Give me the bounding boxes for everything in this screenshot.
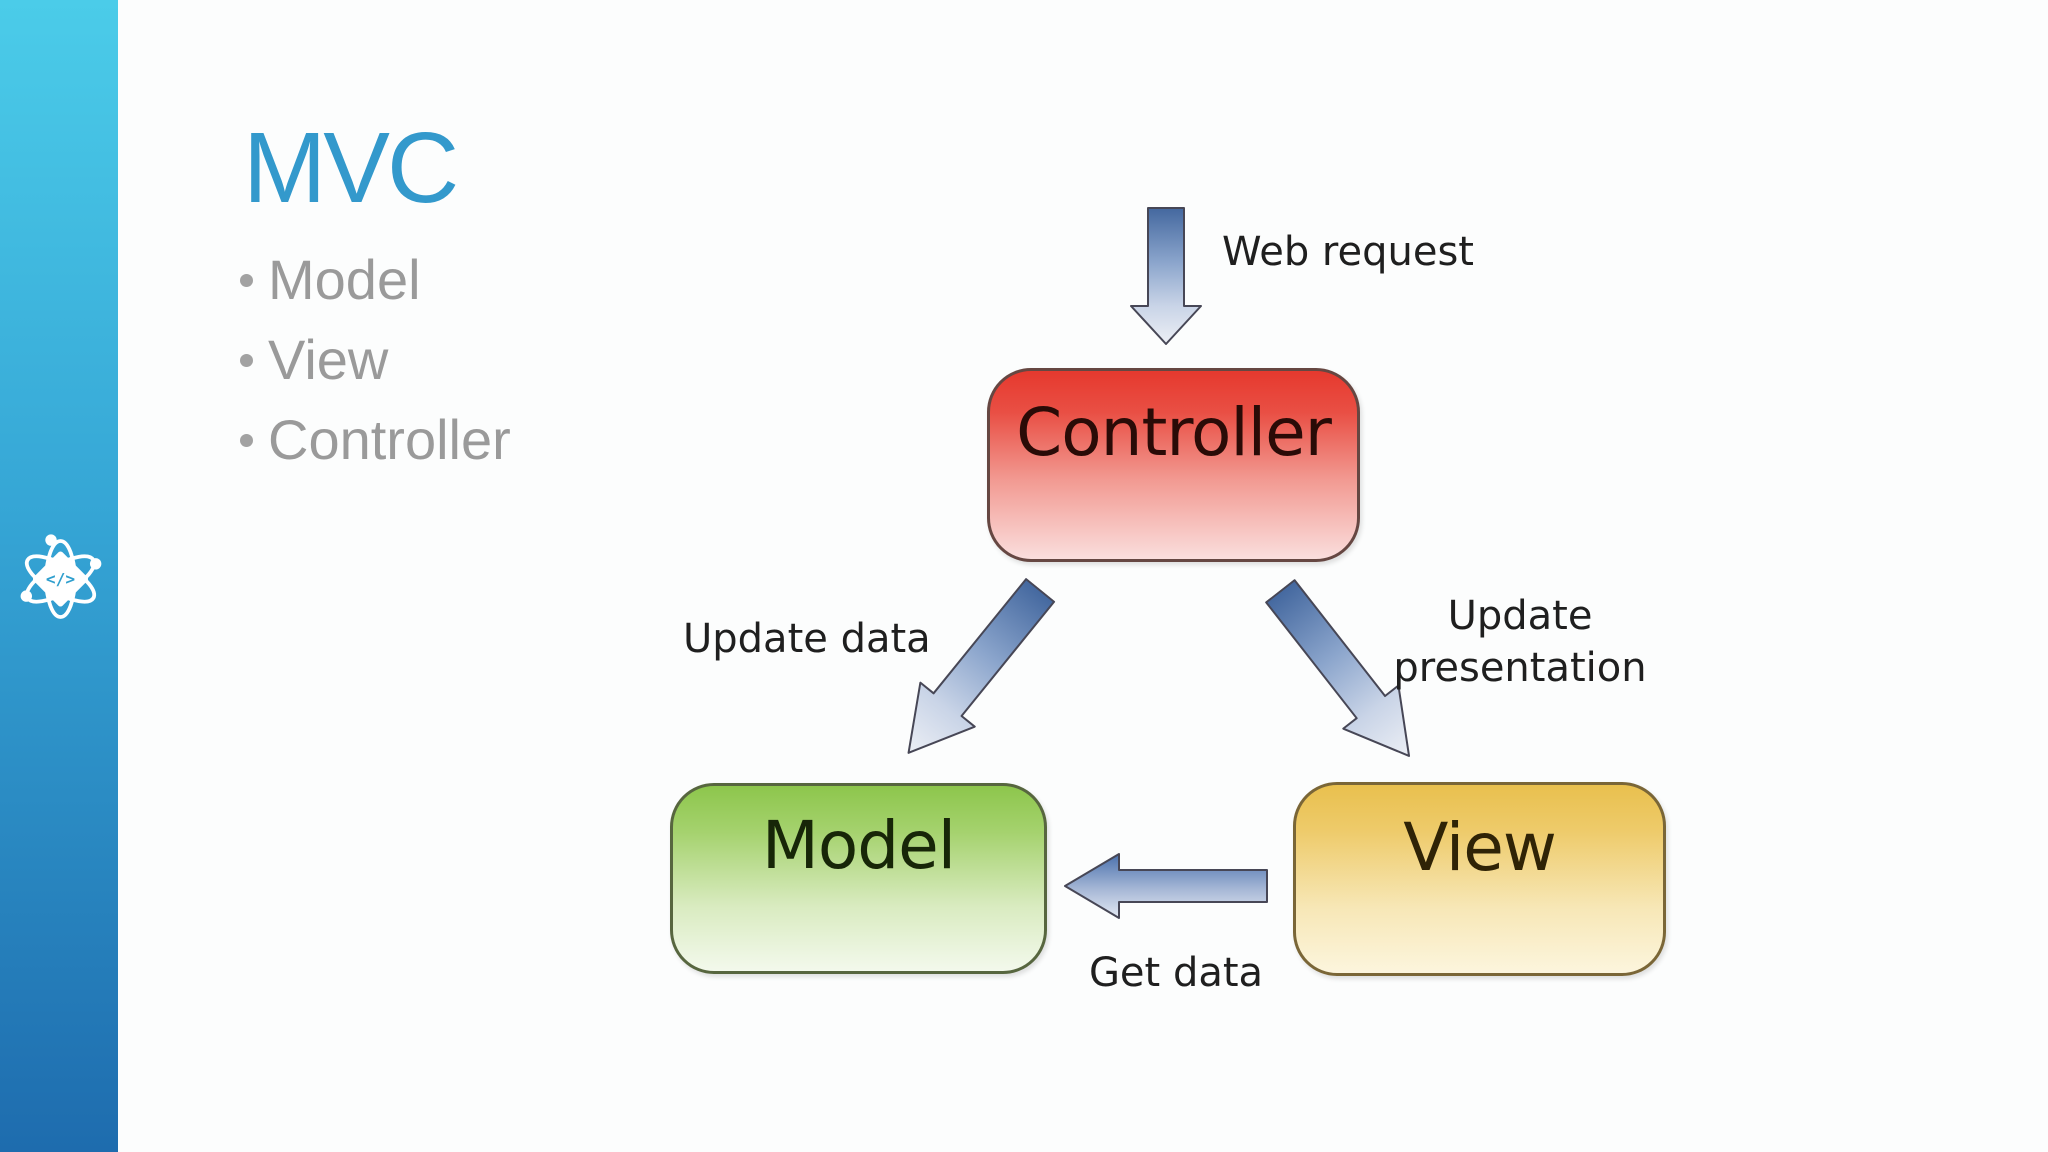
code-brackets-glyph: </> [46, 570, 75, 589]
bullet-item: Controller [240, 400, 511, 480]
node-view-label: View [1403, 809, 1557, 886]
get-data-label: Get data [1088, 950, 1264, 996]
bullet-item: View [240, 320, 511, 400]
bullet-label: Controller [268, 408, 511, 471]
node-model-label: Model [761, 807, 956, 884]
bullet-dot-icon [240, 353, 253, 367]
update-data-label: Update data [683, 616, 931, 662]
web-request-label: Web request [1222, 229, 1474, 275]
update-presentation-label: Update presentation [1393, 593, 1647, 691]
bullet-label: View [268, 328, 389, 391]
bullet-item: Model [240, 240, 511, 320]
slide-title: MVC [243, 112, 459, 224]
node-model: Model [670, 783, 1047, 974]
node-controller-label: Controller [1016, 394, 1332, 471]
atom-code-logo-icon: </> [20, 534, 102, 619]
bullet-dot-icon [240, 273, 253, 287]
node-controller: Controller [987, 368, 1360, 562]
bullet-label: Model [268, 248, 421, 311]
web-request-arrow-icon [1130, 207, 1202, 345]
controller-to-model-arrow-icon [907, 578, 1056, 754]
sidebar: </> [0, 0, 118, 1152]
bullet-list: Model View Controller [240, 240, 511, 480]
controller-to-view-arrow-icon [1265, 579, 1411, 757]
view-to-model-arrow-icon [1064, 853, 1268, 919]
node-view: View [1293, 782, 1666, 976]
bullet-dot-icon [240, 433, 253, 447]
